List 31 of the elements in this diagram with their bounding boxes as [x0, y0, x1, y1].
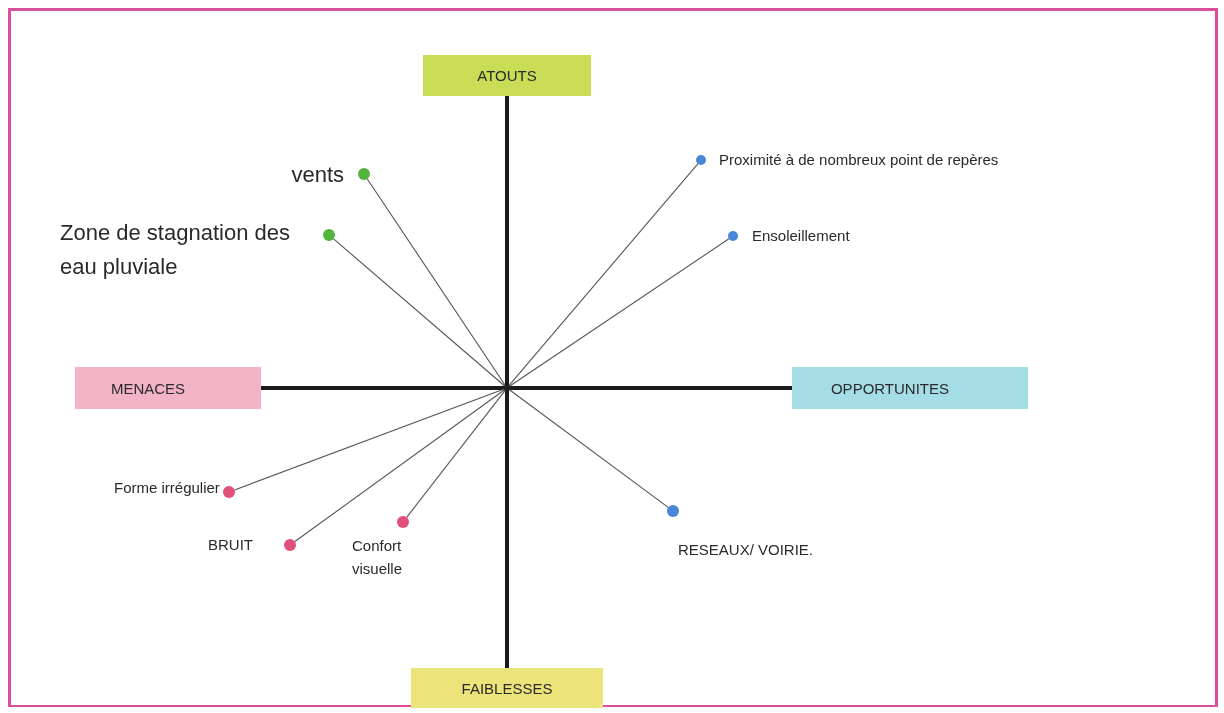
connector-line: [508, 389, 669, 508]
dot-marker: [397, 516, 409, 528]
item-label: RESEAUX/ VOIRIE.: [678, 540, 814, 560]
category-label-box: MENACES: [75, 367, 261, 409]
dot-marker: [223, 486, 235, 498]
category-label-box: OPPORTUNITES: [792, 367, 1028, 409]
item-label: BRUIT: [208, 535, 253, 555]
item-label: Proximité à de nombreux point de repères: [719, 150, 999, 170]
category-label-box: FAIBLESSES: [411, 668, 603, 708]
dot-marker: [696, 155, 706, 165]
dot-marker: [667, 505, 679, 517]
connector-line: [234, 388, 505, 491]
connector-line: [508, 238, 730, 387]
axis-line: [505, 96, 509, 668]
connector-line: [366, 178, 506, 387]
axis-intersection-point: [504, 385, 510, 391]
dot-marker: [358, 168, 370, 180]
connector-line: [294, 389, 506, 543]
axis-line: [261, 386, 792, 390]
item-label: Zone de stagnation des eau pluviale: [60, 219, 291, 282]
dot-marker: [323, 229, 335, 241]
category-label-box: ATOUTS: [423, 55, 591, 96]
dot-marker: [284, 539, 296, 551]
item-label: vents: [290, 161, 344, 189]
item-label: Confort visuelle: [352, 536, 404, 580]
connector-line: [406, 389, 506, 518]
connector-line: [333, 238, 506, 387]
dot-marker: [728, 231, 738, 241]
item-label: Forme irrégulier: [114, 478, 220, 498]
item-label: Ensoleillement: [752, 226, 850, 246]
connector-line: [508, 163, 699, 387]
